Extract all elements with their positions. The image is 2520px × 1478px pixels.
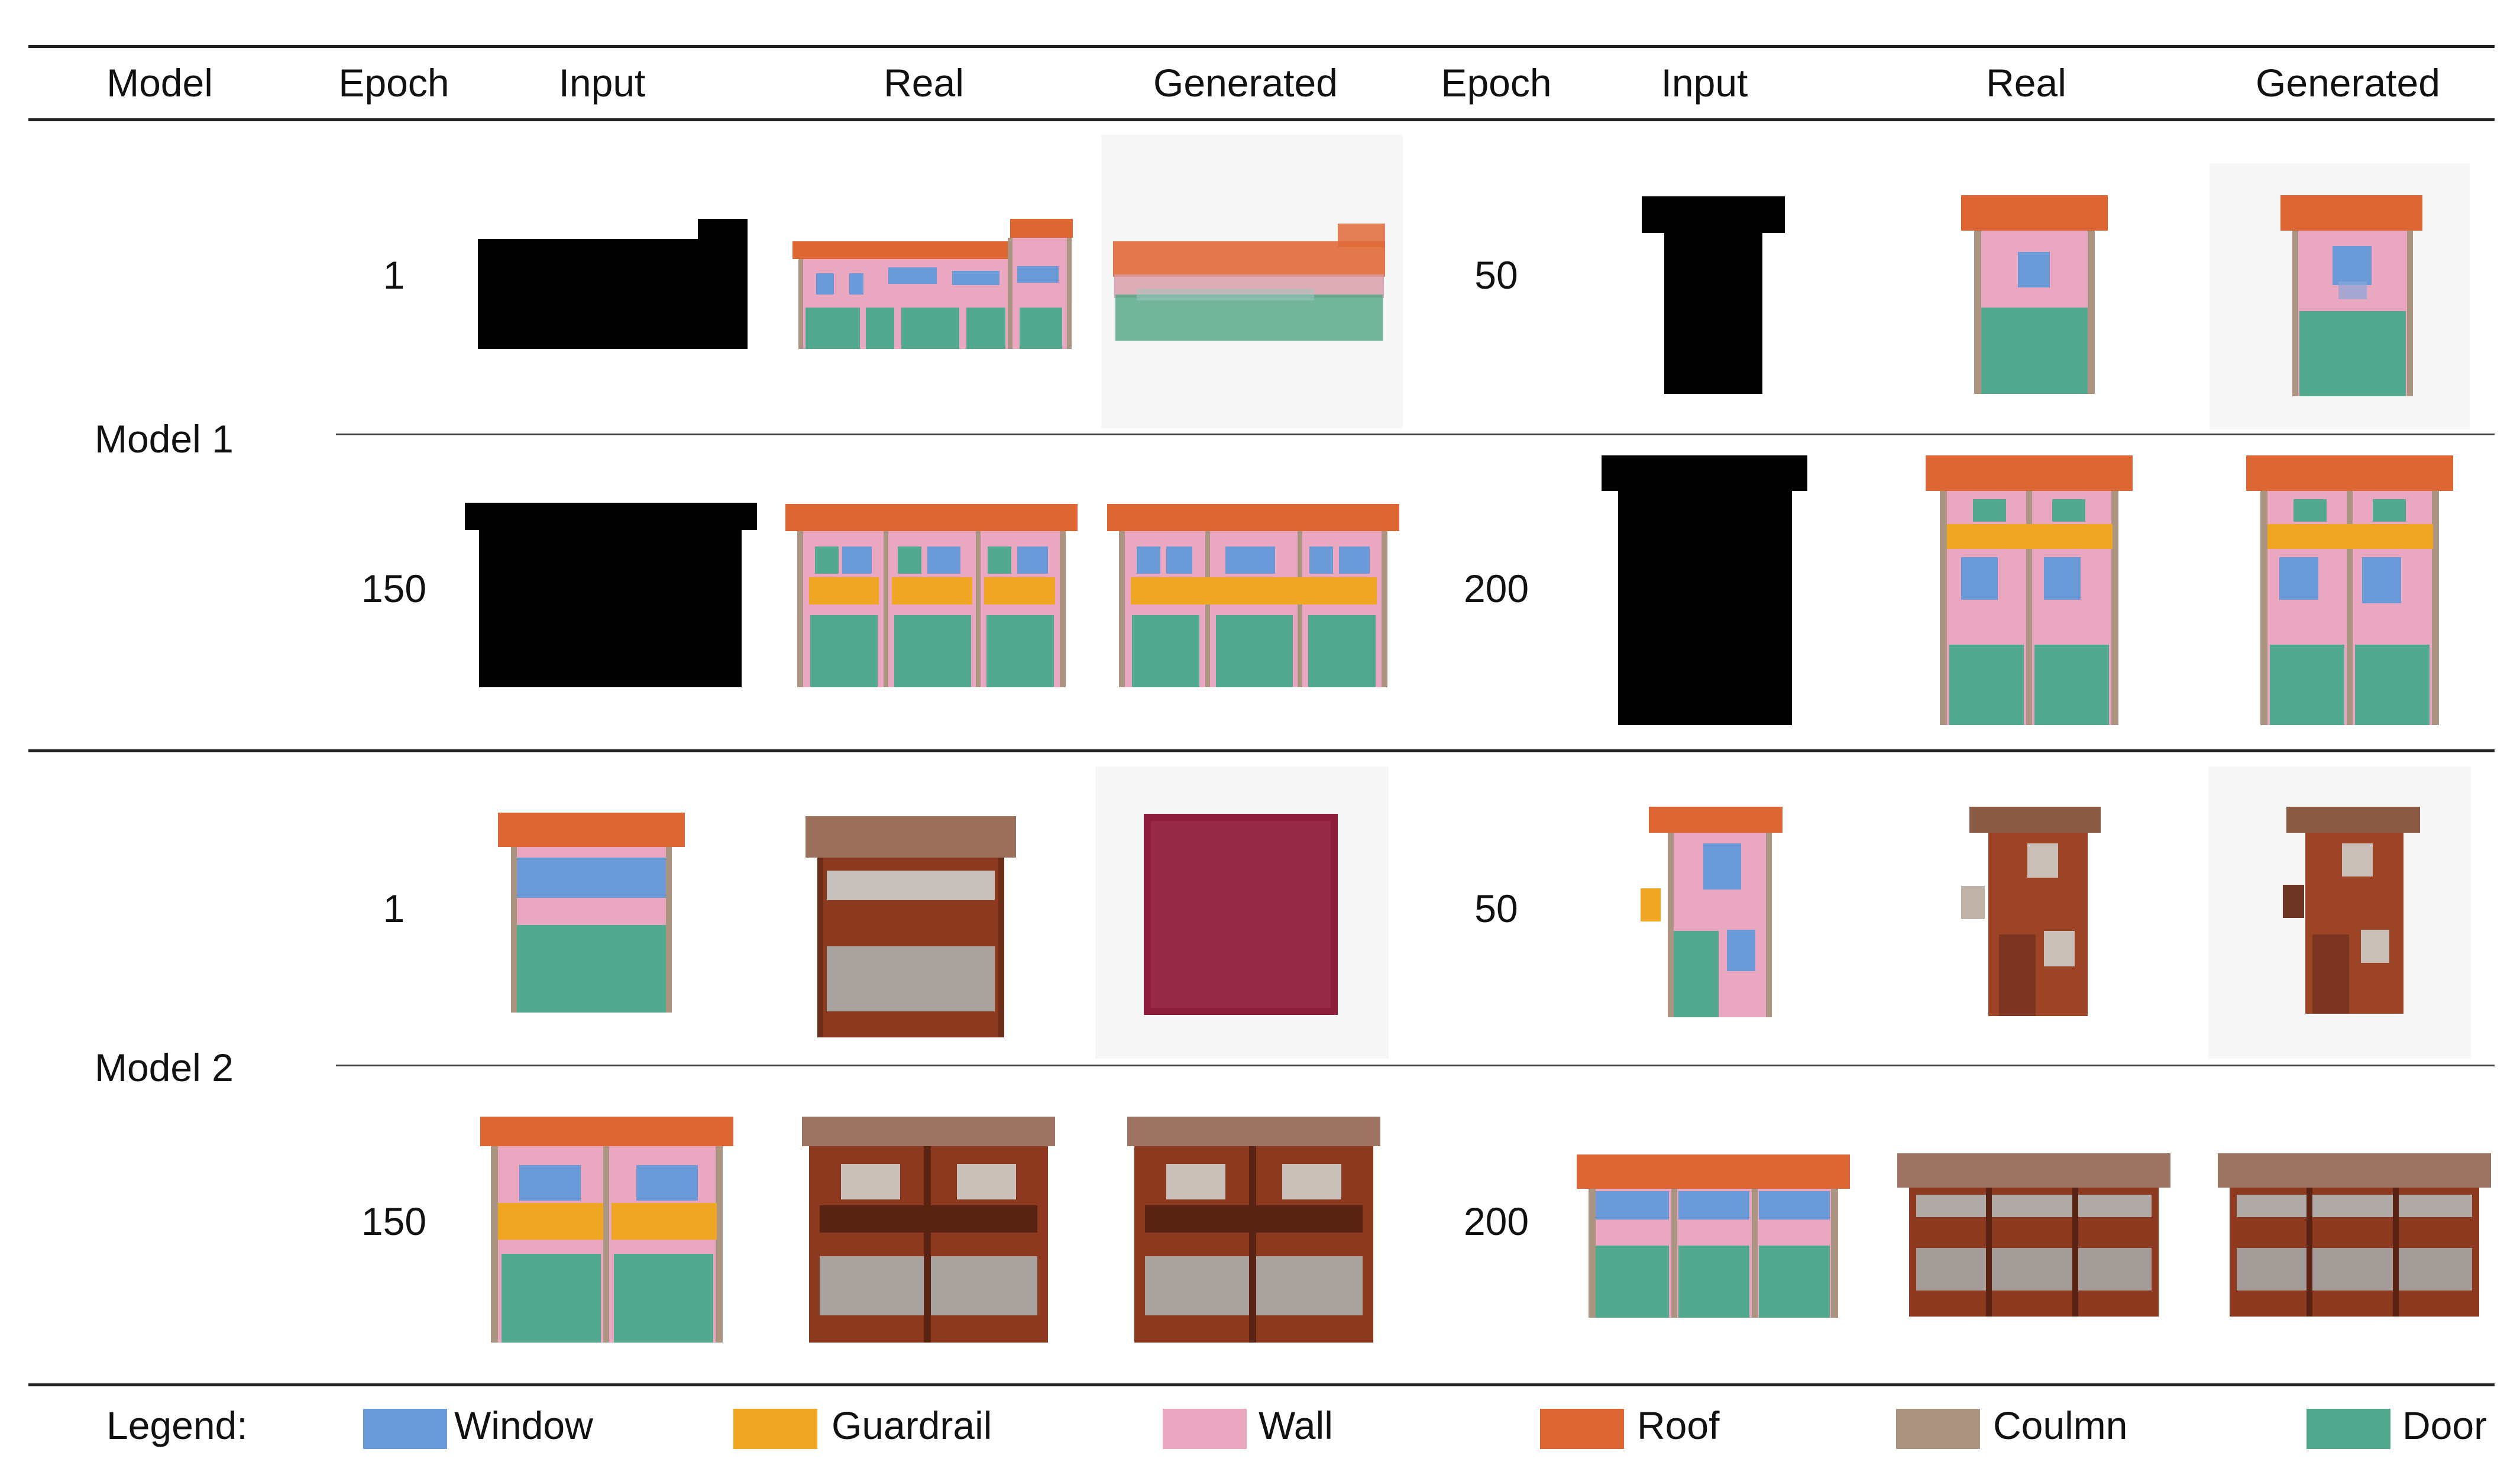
m1-r2-real-right <box>1926 455 2133 725</box>
header-epoch-right: Epoch <box>1441 61 1552 105</box>
epoch-m2-r1-right: 50 <box>1474 887 1518 930</box>
m2-r1-input-left <box>498 813 685 1013</box>
header-real-right: Real <box>1986 61 2066 105</box>
m1-r1-input-left <box>478 219 748 349</box>
header-epoch-left: Epoch <box>338 61 449 105</box>
legend-swatch-wall <box>1163 1409 1247 1449</box>
m2-r2-input-left <box>480 1117 733 1343</box>
m1-r1-real-left <box>792 219 1076 349</box>
legend-swatch-column <box>1896 1409 1980 1449</box>
m1-r2-generated-right <box>2246 455 2453 725</box>
header-input-left: Input <box>558 61 646 105</box>
legend-label-door: Door <box>2402 1403 2487 1447</box>
m1-r1-generated-left <box>1101 135 1403 428</box>
header-generated-right: Generated <box>2256 61 2440 105</box>
legend-label-roof: Roof <box>1637 1403 1720 1447</box>
m1-r2-input-left <box>465 503 757 687</box>
m2-r1-input-right <box>1641 807 1786 1017</box>
m2-r2-real-right <box>1897 1153 2170 1317</box>
m1-r2-input-right <box>1602 455 1807 725</box>
model2-divider <box>336 1065 2495 1066</box>
m2-r2-generated-right <box>2218 1153 2491 1317</box>
header-real-left: Real <box>884 61 964 105</box>
m1-r1-real-right <box>1961 195 2108 394</box>
model-separator-rule <box>28 749 2495 752</box>
m2-r1-real-right <box>1961 807 2101 1016</box>
legend-title: Legend: <box>106 1403 248 1447</box>
legend-swatch-guardrail <box>733 1409 817 1449</box>
m1-r2-generated-left <box>1107 504 1399 687</box>
m1-r1-generated-right <box>2210 163 2470 429</box>
m2-r2-input-right <box>1577 1154 1850 1318</box>
epoch-m1-r1-left: 1 <box>383 253 405 297</box>
epoch-m1-r1-right: 50 <box>1474 253 1518 297</box>
header-generated-left: Generated <box>1153 61 1338 105</box>
m2-r2-generated-left <box>1127 1117 1380 1343</box>
epoch-m2-r2-right: 200 <box>1463 1199 1529 1243</box>
top-rule <box>28 45 2495 48</box>
epoch-m2-r2-left: 150 <box>361 1199 427 1243</box>
m2-r1-generated-right <box>2208 767 2471 1059</box>
model1-divider <box>336 434 2495 435</box>
legend-swatch-roof <box>1540 1409 1624 1449</box>
legend-label-window: Window <box>454 1403 593 1447</box>
legend-label-column: Coulmn <box>1993 1403 2128 1447</box>
header-model: Model <box>106 61 213 105</box>
legend-swatch-door <box>2307 1409 2390 1449</box>
m1-r2-real-left <box>785 504 1078 687</box>
model-2-label: Model 2 <box>95 1046 234 1089</box>
header-input-right: Input <box>1661 61 1748 105</box>
m2-r1-generated-left <box>1095 767 1389 1059</box>
epoch-m2-r1-left: 1 <box>383 887 405 930</box>
m2-r2-real-left <box>802 1117 1055 1343</box>
legend-label-guardrail: Guardrail <box>832 1403 992 1447</box>
header-rule <box>28 118 2495 121</box>
legend-swatch-window <box>363 1409 447 1449</box>
legend-rule <box>28 1383 2495 1386</box>
model-1-label: Model 1 <box>95 417 234 461</box>
epoch-m1-r2-right: 200 <box>1463 567 1529 610</box>
legend-label-wall: Wall <box>1259 1403 1333 1447</box>
m2-r1-real-left <box>806 816 1016 1037</box>
m1-r1-input-right <box>1642 196 1785 394</box>
epoch-m1-r2-left: 150 <box>361 567 427 610</box>
